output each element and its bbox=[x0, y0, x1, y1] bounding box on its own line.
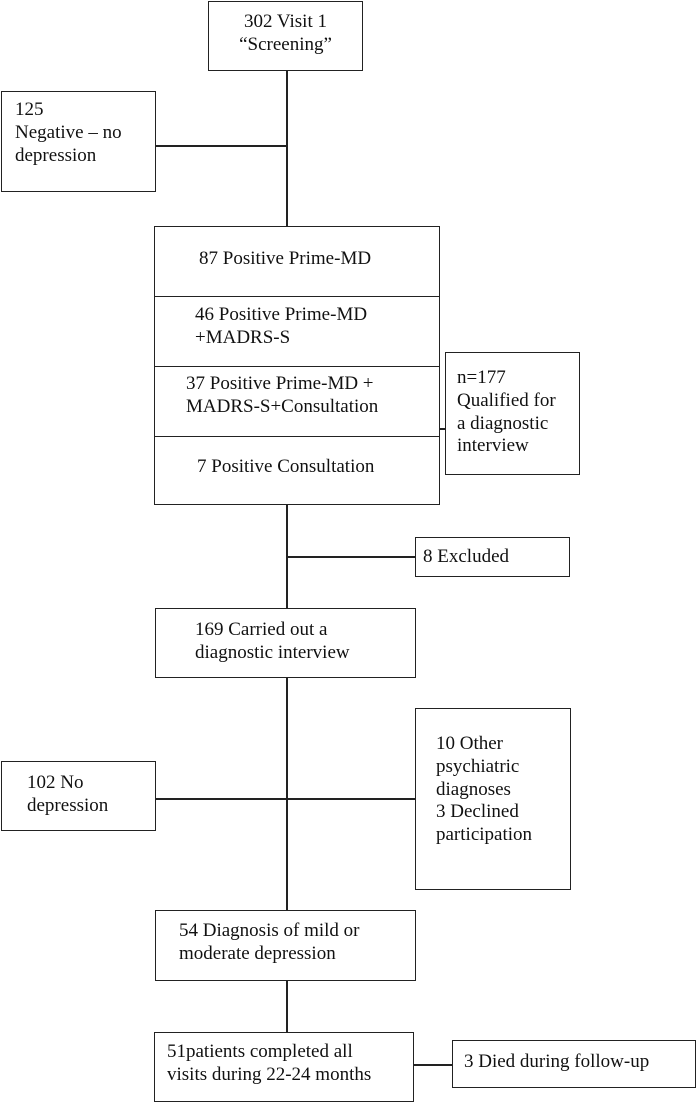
died-box: 3 Died during follow-up bbox=[452, 1040, 696, 1088]
negative-text: 125 Negative – no depression bbox=[15, 99, 122, 166]
excluded-box: 8 Excluded bbox=[415, 537, 570, 577]
completed-text: 51patients completed all visits during 2… bbox=[167, 1041, 372, 1085]
connector-diagnosis-to-completed bbox=[286, 980, 288, 1033]
positive-prime-md-cell: 87 Positive Prime-MD bbox=[155, 227, 439, 297]
connector-to-no-depression-and-other bbox=[155, 798, 417, 800]
positive-prime-md-madrs-text: 46 Positive Prime-MD +MADRS-S bbox=[195, 304, 368, 348]
interview-text: 169 Carried out a diagnostic interview bbox=[195, 619, 350, 663]
positive-consultation-cell: 7 Positive Consultation bbox=[155, 436, 439, 504]
connector-screening-to-positives bbox=[286, 70, 288, 227]
connector-to-negative bbox=[155, 145, 287, 147]
negative-box: 125 Negative – no depression bbox=[1, 91, 156, 192]
connector-to-excluded bbox=[286, 556, 416, 558]
positives-box: 87 Positive Prime-MD 46 Positive Prime-M… bbox=[154, 226, 440, 505]
excluded-text: 8 Excluded bbox=[423, 546, 510, 567]
connector-to-qualified bbox=[439, 428, 447, 430]
positive-prime-md-madrs-cell: 46 Positive Prime-MD +MADRS-S bbox=[155, 296, 439, 367]
qualified-text: n=177 Qualified for a diagnostic intervi… bbox=[457, 367, 556, 457]
qualified-box: n=177 Qualified for a diagnostic intervi… bbox=[445, 352, 580, 475]
connector-interview-to-diagnosis bbox=[286, 677, 288, 910]
positive-consultation-combined-cell: 37 Positive Prime-MD + MADRS-S+Consultat… bbox=[155, 366, 439, 437]
diagnosis-box: 54 Diagnosis of mild or moderate depress… bbox=[155, 910, 416, 981]
connector-to-died bbox=[413, 1064, 453, 1066]
died-text: 3 Died during follow-up bbox=[464, 1051, 650, 1072]
diagnosis-text: 54 Diagnosis of mild or moderate depress… bbox=[179, 920, 360, 964]
other-diagnoses-text: 10 Other psychiatric diagnoses 3 Decline… bbox=[436, 733, 533, 846]
interview-box: 169 Carried out a diagnostic interview bbox=[155, 608, 416, 678]
positive-prime-md-text: 87 Positive Prime-MD bbox=[199, 248, 372, 269]
positive-consultation-combined-text: 37 Positive Prime-MD + MADRS-S+Consultat… bbox=[186, 373, 379, 417]
no-depression-box: 102 No depression bbox=[1, 761, 156, 831]
completed-box: 51patients completed all visits during 2… bbox=[154, 1032, 414, 1102]
other-diagnoses-box: 10 Other psychiatric diagnoses 3 Decline… bbox=[415, 708, 571, 890]
screening-box: 302 Visit 1 “Screening” bbox=[208, 1, 363, 71]
screening-text: 302 Visit 1 “Screening” bbox=[239, 11, 332, 55]
positive-consultation-text: 7 Positive Consultation bbox=[197, 456, 375, 477]
no-depression-text: 102 No depression bbox=[27, 772, 109, 816]
